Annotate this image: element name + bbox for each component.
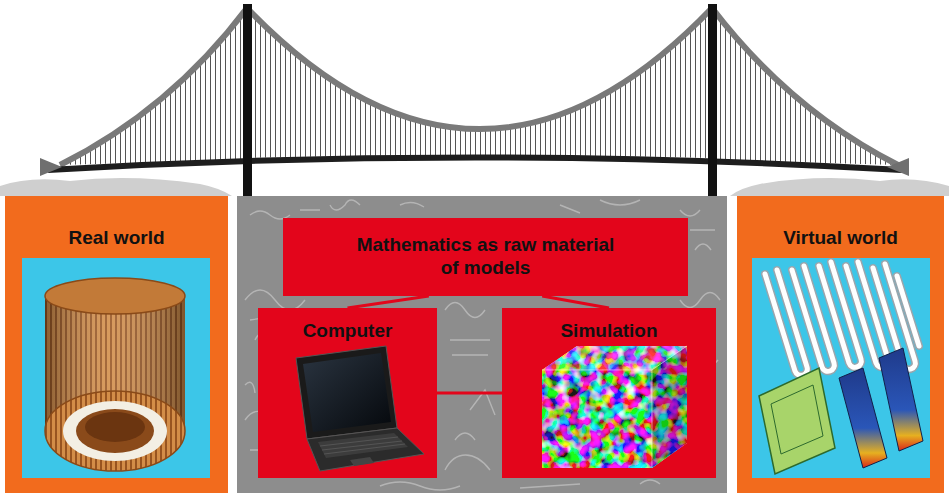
box-label: Mathematics as raw material of models	[356, 234, 616, 280]
connector-line	[437, 392, 502, 395]
bridge-hangers	[247, 8, 712, 158]
bridge-cable	[247, 8, 712, 129]
box-label: Virtual world	[783, 227, 898, 250]
connector-line	[348, 296, 429, 308]
world-panel: Real world	[5, 196, 228, 493]
bridge-deck	[48, 158, 902, 171]
ground-right	[730, 178, 949, 196]
bridge-tower	[243, 4, 252, 196]
bridge-hangers	[712, 8, 898, 165]
chalk-scribbles	[245, 200, 720, 490]
ground-left	[0, 178, 232, 196]
bridge-tower	[708, 4, 717, 196]
box-label: Simulation	[560, 320, 657, 343]
bridge-anchor	[40, 158, 62, 176]
connector-line	[542, 296, 609, 308]
box-label: Real world	[68, 227, 164, 250]
simulation-box: Simulation	[502, 308, 716, 478]
bridge-cable	[712, 8, 898, 165]
box-label: Computer	[303, 320, 393, 343]
bridge-hangers	[60, 8, 247, 165]
math-box: Mathematics as raw material of models	[283, 218, 688, 296]
computer-box: Computer	[258, 308, 437, 478]
world-panel: Virtual world	[737, 196, 944, 493]
chalkboard	[237, 196, 727, 493]
bridge-cable	[60, 8, 247, 165]
bridge-anchor	[887, 158, 909, 176]
